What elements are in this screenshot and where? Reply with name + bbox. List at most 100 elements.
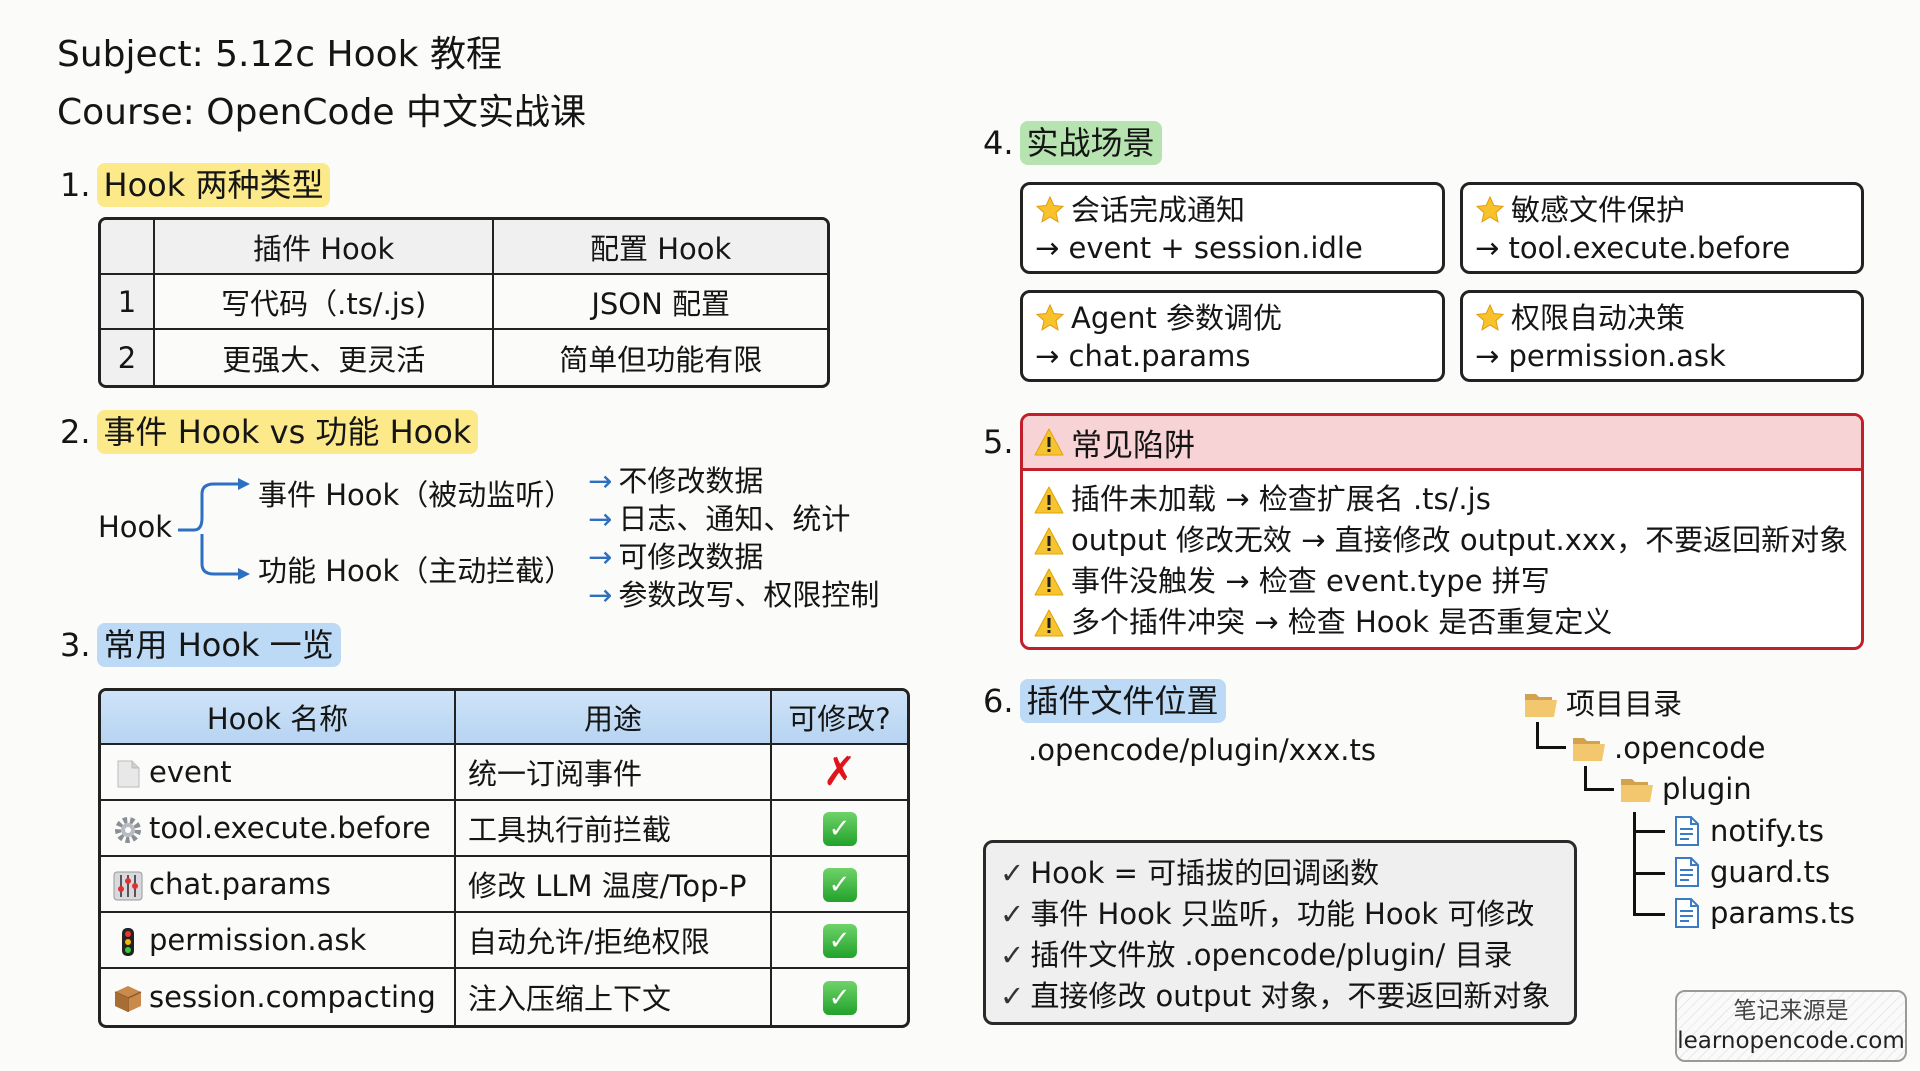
pitfalls-title: 常见陷阱 (1071, 427, 1195, 464)
modifiable-cell: ✗ (772, 745, 907, 801)
section-number: 1. (60, 166, 91, 204)
section-number: 2. (60, 413, 91, 451)
section-6-heading: 6. 插件文件位置 (983, 679, 1226, 723)
file-icon (1675, 898, 1699, 928)
source-watermark: 笔记来源是 learnopencode.com (1675, 990, 1907, 1062)
checkmark-icon: ✓ (1000, 897, 1025, 931)
section-number: 6. (983, 682, 1014, 720)
table-row: event 统一订阅事件 ✗ (101, 745, 907, 801)
hook-name-cell: tool.execute.before (101, 801, 456, 857)
summary-box: ✓Hook = 可插拔的回调函数 ✓事件 Hook 只监听，功能 Hook 可修… (983, 840, 1577, 1025)
plugin-hook-cell: 写代码（.ts/.js) (155, 275, 495, 330)
tree-connector (1633, 913, 1665, 916)
scenario-card: Agent 参数调优 → chat.params (1020, 290, 1445, 382)
hook-name-cell: permission.ask (101, 913, 456, 969)
gear-icon (115, 817, 141, 843)
branch-point: →日志、通知、统计 (588, 502, 851, 536)
table-row: 2 更强大、更灵活 简单但功能有限 (101, 330, 827, 385)
checkmark-icon: ✓ (1000, 856, 1025, 890)
tree-file: notify.ts (1674, 813, 1824, 849)
modifiable-cell: ✓ (772, 801, 907, 857)
hook-use-cell: 修改 LLM 温度/Top-P (456, 857, 772, 913)
arrow-right-icon: → (588, 502, 613, 536)
section-4-heading: 4. 实战场景 (983, 121, 1162, 165)
warning-icon (1034, 568, 1064, 595)
event-hook-branch: 事件 Hook（被动监听） (258, 478, 574, 512)
config-hook-cell: 简单但功能有限 (559, 342, 763, 377)
hook-use-cell: 统一订阅事件 (456, 745, 772, 801)
hook-name-cell: session.compacting (101, 969, 456, 1025)
hook-name-cell: event (101, 745, 456, 801)
scenario-card: 敏感文件保护 → tool.execute.before (1460, 182, 1864, 274)
tree-folder-plugin: plugin (1620, 771, 1752, 807)
tree-connector (1633, 872, 1665, 875)
hook-use-cell: 工具执行前拦截 (456, 801, 772, 857)
cross-icon: ✗ (822, 749, 857, 795)
table-row: tool.execute.before 工具执行前拦截 ✓ (101, 801, 907, 857)
check-icon: ✓ (822, 924, 857, 958)
modifiable-cell: ✓ (772, 969, 907, 1025)
pitfall-item: 多个插件冲突 → 检查 Hook 是否重复定义 (1033, 602, 1851, 643)
section-title: 实战场景 (1019, 121, 1162, 165)
scenario-card: 会话完成通知 → event + session.idle (1020, 182, 1445, 274)
check-icon: ✓ (822, 868, 857, 902)
star-icon (1475, 303, 1505, 331)
summary-item: ✓插件文件放 .opencode/plugin/ 目录 (1000, 938, 1513, 972)
table-header-cell: Hook 名称 (101, 691, 456, 745)
branch-arrows-icon (178, 478, 250, 580)
traffic-light-icon (122, 928, 134, 956)
checkmark-icon: ✓ (1000, 979, 1025, 1013)
scenario-hook: → tool.execute.before (1475, 231, 1791, 265)
table-row: chat.params 修改 LLM 温度/Top-P ✓ (101, 857, 907, 913)
pitfall-item: 插件未加载 → 检查扩展名 .ts/.js (1033, 479, 1851, 520)
checkmark-icon: ✓ (1000, 938, 1025, 972)
table-header-cell: 可修改? (772, 691, 907, 745)
star-icon (1475, 195, 1505, 223)
warning-icon (1034, 527, 1064, 554)
check-icon: ✓ (822, 981, 857, 1015)
arrow-right-icon: → (588, 464, 613, 498)
tree-folder-opencode: .opencode (1572, 730, 1766, 766)
table-header-row: 插件 Hook 配置 Hook (101, 220, 827, 275)
hook-use-cell: 注入压缩上下文 (456, 969, 772, 1025)
tree-connector (1584, 788, 1614, 791)
table-header-row: Hook 名称 用途 可修改? (101, 691, 907, 745)
course-line: Course: OpenCode 中文实战课 (57, 92, 587, 133)
watermark-line1: 笔记来源是 (1733, 998, 1849, 1024)
tree-file: params.ts (1674, 895, 1855, 931)
row-index: 1 (101, 275, 155, 330)
table-header-cell (101, 220, 155, 275)
pitfall-item: output 修改无效 → 直接修改 output.xxx，不要返回新对象 (1033, 520, 1851, 561)
table-header-cell: 配置 Hook (494, 220, 827, 275)
section-2-heading: 2. 事件 Hook vs 功能 Hook (60, 410, 479, 454)
folder-icon (1573, 738, 1605, 761)
section-5-number: 5. (983, 423, 1014, 461)
diagram-root: Hook (98, 510, 173, 544)
section-3-heading: 3. 常用 Hook 一览 (60, 623, 341, 667)
summary-item: ✓Hook = 可插拔的回调函数 (1000, 856, 1380, 890)
plugin-hook-cell: 更强大、更灵活 (155, 330, 495, 385)
star-icon (1035, 195, 1065, 223)
config-hook-cell: JSON 配置 (494, 275, 827, 330)
package-icon (114, 986, 142, 1012)
check-icon: ✓ (822, 812, 857, 846)
section-number: 3. (60, 626, 91, 664)
tree-root: 项目目录 (1524, 686, 1682, 722)
tree-connector (1633, 812, 1636, 916)
warning-icon (1034, 486, 1064, 513)
modifiable-cell: ✓ (772, 913, 907, 969)
hook-types-table: 插件 Hook 配置 Hook 1 写代码（.ts/.js) JSON 配置 2… (98, 217, 830, 388)
sliders-icon (113, 871, 143, 901)
section-title: Hook 两种类型 (96, 163, 331, 207)
warning-icon (1034, 428, 1064, 456)
summary-item: ✓事件 Hook 只监听，功能 Hook 可修改 (1000, 897, 1535, 931)
tree-file: guard.ts (1674, 854, 1830, 890)
table-row: permission.ask 自动允许/拒绝权限 ✓ (101, 913, 907, 969)
branch-point: →不修改数据 (588, 464, 764, 498)
arrow-right-icon: → (588, 540, 613, 574)
scenario-hook: → permission.ask (1475, 339, 1726, 373)
tree-connector (1536, 722, 1539, 748)
section-title: 插件文件位置 (1019, 679, 1226, 723)
arrow-right-icon: → (588, 578, 613, 612)
summary-item: ✓直接修改 output 对象，不要返回新对象 (1000, 979, 1551, 1013)
